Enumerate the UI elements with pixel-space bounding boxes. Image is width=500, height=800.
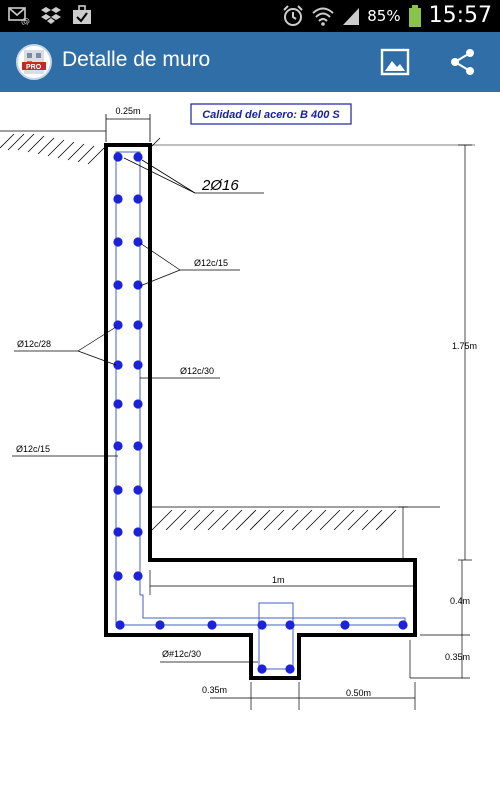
share-button[interactable] xyxy=(446,45,480,79)
rebar xyxy=(133,441,143,451)
key-stirrup xyxy=(258,602,294,670)
rebar xyxy=(133,571,143,581)
rebar xyxy=(113,485,123,495)
dim-toe-width xyxy=(299,682,416,710)
lower-ground-hatch xyxy=(150,506,440,531)
rebar xyxy=(133,194,143,204)
svg-text:@: @ xyxy=(21,17,30,25)
image-button[interactable] xyxy=(378,45,412,79)
rebar xyxy=(113,527,123,537)
rebar xyxy=(398,620,408,630)
rebar xyxy=(340,620,350,630)
label-stem-front: Ø12c/15 xyxy=(194,258,228,268)
label-footing-height: 0.4m xyxy=(450,596,470,606)
app-logo-icon[interactable]: PRO xyxy=(16,44,52,80)
rebar xyxy=(113,399,123,409)
label-main-bars: 2Ø16 xyxy=(201,177,239,194)
label-stem-outer: Ø12c/15 xyxy=(16,444,50,454)
wall-detail-drawing: Calidad del acero: B 400 S xyxy=(0,103,477,710)
rebar xyxy=(133,237,143,247)
steel-quality-box xyxy=(190,103,352,125)
label-wall-height: 1.75m xyxy=(452,341,477,351)
wall-outline xyxy=(104,143,417,680)
rebar xyxy=(113,152,123,162)
image-icon xyxy=(380,48,410,76)
alarm-icon xyxy=(283,4,303,26)
rebar xyxy=(133,152,143,162)
rebar xyxy=(113,280,123,290)
rebar xyxy=(207,620,217,630)
rebar xyxy=(113,571,123,581)
rebar xyxy=(133,527,143,537)
rebar xyxy=(133,485,143,495)
label-wall-thickness: 0.25m xyxy=(115,106,140,116)
rebar xyxy=(257,664,267,674)
top-ground-hatch xyxy=(0,130,161,165)
rebar xyxy=(113,360,123,370)
rebar xyxy=(133,280,143,290)
rebar xyxy=(113,194,123,204)
rebar xyxy=(113,441,123,451)
label-stem-inner: Ø12c/28 xyxy=(17,339,51,349)
dropbox-icon xyxy=(41,7,61,24)
label-key-stirrups: Ø#12c/30 xyxy=(162,649,201,659)
battery-percent: 85% xyxy=(367,6,401,25)
app-bar: PRO Detalle de muro xyxy=(0,32,500,92)
rebar xyxy=(115,620,125,630)
dim-wall-thickness xyxy=(105,114,151,142)
leader-stem-front xyxy=(139,242,240,287)
dim-key-height xyxy=(409,635,470,679)
dim-footing-length xyxy=(149,570,416,595)
label-footing-length: 1m xyxy=(272,575,285,585)
label-toe-width: 0.50m xyxy=(346,688,371,698)
rebar xyxy=(155,620,165,630)
label-stem-stirrups: Ø12c/30 xyxy=(180,366,214,376)
stem-rebar-lines xyxy=(115,151,406,626)
rebar xyxy=(133,360,143,370)
share-icon xyxy=(451,49,474,75)
rebar xyxy=(113,237,123,247)
battery-icon xyxy=(408,4,421,27)
rebar xyxy=(113,320,123,330)
status-bar: @ 85% xyxy=(0,0,500,32)
briefcase-check-icon xyxy=(73,5,91,24)
dim-wall-height xyxy=(458,144,472,561)
rebar xyxy=(285,620,295,630)
wifi-icon xyxy=(312,7,334,26)
clock: 15:57 xyxy=(428,3,492,28)
signal-icon xyxy=(343,7,360,25)
label-key-width: 0.35m xyxy=(202,685,227,695)
leader-stem-inner xyxy=(14,326,117,366)
svg-text:PRO: PRO xyxy=(26,64,42,71)
rebar xyxy=(133,320,143,330)
label-key-height: 0.35m xyxy=(445,652,470,662)
steel-quality-label: Calidad del acero: B 400 S xyxy=(202,109,340,121)
rebar xyxy=(133,399,143,409)
dim-key-width xyxy=(210,682,300,710)
dim-lower-soil xyxy=(398,506,408,560)
leader-main-bars xyxy=(123,157,264,194)
rebar xyxy=(285,664,295,674)
rebar-dots xyxy=(113,152,408,674)
mail-icon: @ xyxy=(8,7,30,25)
page-title: Detalle de muro xyxy=(62,48,211,71)
rebar xyxy=(257,620,267,630)
